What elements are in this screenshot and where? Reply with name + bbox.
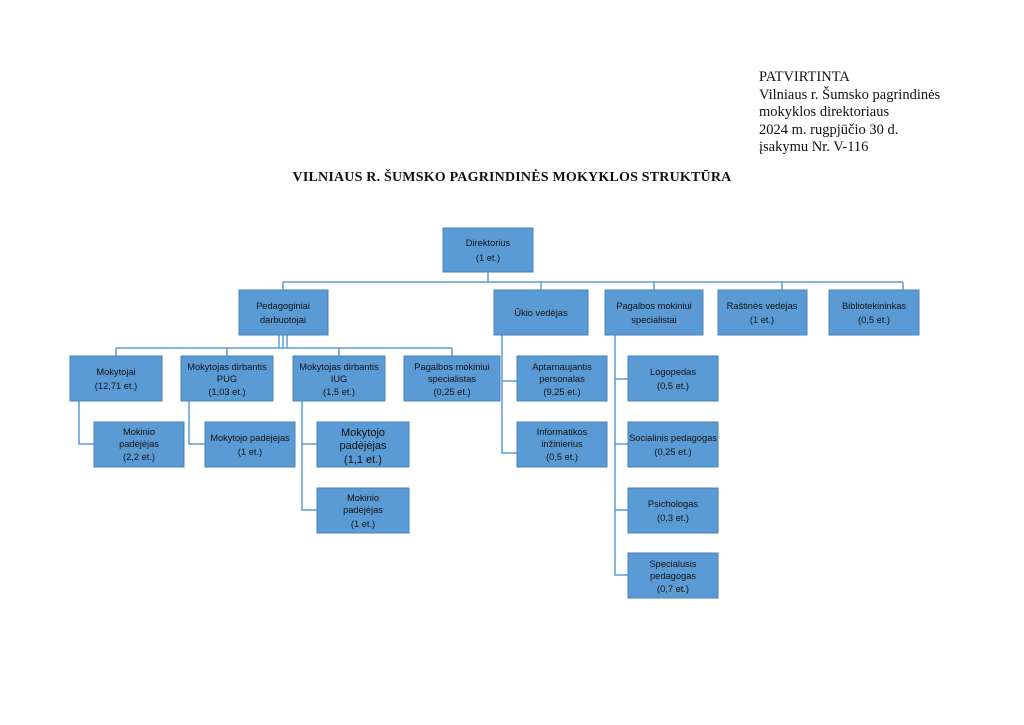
node-it-name-1: Informatikos <box>537 427 588 437</box>
node-sa1-name-2: padėjėjas <box>119 439 159 449</box>
node-special-count: (0,7 et.) <box>657 584 689 594</box>
connector-teachers-assistant <box>78 401 94 445</box>
node-ta-iug-name-1: Mokytojo <box>341 427 385 439</box>
node-office-name: Raštinės vedėjas <box>727 301 798 311</box>
node-pedagogical-name-1: Pedagoginiai <box>256 301 310 311</box>
node-director: Direktorius (1 et.) <box>442 227 534 273</box>
node-service-name-1: Aptarnaujantis <box>532 362 592 372</box>
node-teachers-count: (12,71 et.) <box>95 381 137 391</box>
node-teachers: Mokytojai (12,71 et.) <box>69 355 163 402</box>
node-office-count: (1 et.) <box>750 315 774 325</box>
node-teacher-pug: Mokytojas dirbantis PUG (1,03 et.) <box>180 355 274 402</box>
node-psych-count: (0,3 et.) <box>657 513 689 523</box>
node-psychologist: Psichologas (0,3 et.) <box>627 487 719 534</box>
node-special-name-2: pedagogas <box>650 571 696 581</box>
node-iug-name-2: IUG <box>331 374 348 384</box>
node-iug-count: (1,5 et.) <box>323 387 355 397</box>
node-special-name-1: Specialusis <box>649 559 696 569</box>
node-speech-therapist: Logopedas (0,5 et.) <box>627 355 719 402</box>
approval-stamp: PATVIRTINTA Vilniaus r. Šumsko pagrindin… <box>759 69 940 157</box>
connector-farm-children <box>501 335 517 454</box>
node-librarian-name: Bibliotekininkas <box>842 301 906 311</box>
connector-support-children <box>614 335 628 576</box>
node-pug-count: (1,03 et.) <box>208 387 245 397</box>
node-farm-name: Ūkio vedėjas <box>514 308 568 318</box>
node-sa2-name-2: padėjėjas <box>343 505 383 515</box>
node-sa2-count: (1 et.) <box>351 519 375 529</box>
node-sa2-name-1: Mokinio <box>347 493 379 503</box>
node-it-engineer: Informatikos inžinierius (0,5 et.) <box>516 421 608 468</box>
node-office-manager: Raštinės vedėjas (1 et.) <box>717 289 808 336</box>
approval-line-1: PATVIRTINTA <box>759 69 850 85</box>
node-ta-iug-name-2: padėjėjas <box>339 440 387 452</box>
node-pug-name-2: PUG <box>217 374 237 384</box>
org-chart-connectors <box>78 272 904 576</box>
node-support-specialist-ped: Pagalbos mokiniui specialistas (0,25 et.… <box>403 355 501 402</box>
node-teachers-name: Mokytojai <box>96 367 135 377</box>
approval-line-3: mokyklos direktoriaus <box>759 104 890 121</box>
node-social-name: Socialinis pedagogas <box>629 433 717 443</box>
node-support-name-2: specialistai <box>631 315 676 325</box>
node-teacher-assistant-pug: Mokytojo padėjėjas (1 et.) <box>204 421 296 468</box>
approval-line-4: 2024 m. rugpjūčio 30 d. <box>759 121 899 138</box>
node-teacher-iug: Mokytojas dirbantis IUG (1,5 et.) <box>292 355 386 402</box>
node-ta-pug-name: Mokytojo padėjėjas <box>210 433 290 443</box>
node-teacher-assistant-iug: Mokytojo padėjėjas (1,1 et.) <box>316 421 410 468</box>
node-pedagogical-name-2: darbuotojai <box>260 315 306 325</box>
node-support-ped-count: (0,25 et.) <box>433 387 470 397</box>
connector-pedagogical-down <box>278 335 288 348</box>
approval-line-5: įsakymu Nr. V-116 <box>759 139 869 156</box>
node-director-name: Direktorius <box>466 238 511 248</box>
connector-iug-assistants <box>301 401 317 511</box>
node-student-assistant-1: Mokinio padėjėjas (2,2 et.) <box>93 421 185 468</box>
node-librarian-count: (0,5 et.) <box>858 315 890 325</box>
node-special-pedagogue: Specialusis pedagogas (0,7 et.) <box>627 552 719 599</box>
page-title: VILNIAUS R. ŠUMSKO PAGRINDINĖS MOKYKLOS … <box>292 170 732 185</box>
node-iug-name-1: Mokytojas dirbantis <box>299 362 379 372</box>
approval-line-2: Vilniaus r. Šumsko pagrindinės <box>759 86 941 103</box>
node-librarian: Bibliotekininkas (0,5 et.) <box>828 289 920 336</box>
connector-pug-assistant <box>188 401 205 445</box>
node-service-staff: Aptarnaujantis personalas (9,25 et.) <box>516 355 608 402</box>
node-support-ped-name-1: Pagalbos mokiniui <box>414 362 489 372</box>
node-director-count: (1 et.) <box>476 253 500 263</box>
node-social-pedagogue: Socialinis pedagogas (0,25 et.) <box>627 421 719 468</box>
node-speech-name: Logopedas <box>650 367 696 377</box>
node-it-name-2: inžinierius <box>541 439 583 449</box>
node-psych-name: Psichologas <box>648 499 698 509</box>
node-support-ped-name-2: specialistas <box>428 374 476 384</box>
node-farm-manager: Ūkio vedėjas <box>493 289 589 336</box>
node-support-name-1: Pagalbos mokiniui <box>616 301 691 311</box>
node-it-count: (0,5 et.) <box>546 452 578 462</box>
node-ta-pug-count: (1 et.) <box>238 447 262 457</box>
node-pedagogical-staff: Pedagoginiai darbuotojai <box>238 289 329 336</box>
node-support-specialists: Pagalbos mokiniui specialistai <box>604 289 704 336</box>
node-speech-count: (0,5 et.) <box>657 381 689 391</box>
node-student-assistant-2: Mokinio padėjėjas (1 et.) <box>316 487 410 534</box>
node-sa1-count: (2,2 et.) <box>123 452 155 462</box>
node-sa1-name-1: Mokinio <box>123 427 155 437</box>
node-pug-name-1: Mokytojas dirbantis <box>187 362 267 372</box>
node-ta-iug-count: (1,1 et.) <box>344 454 382 466</box>
node-service-count: (9,25 et.) <box>543 387 580 397</box>
node-social-count: (0,25 et.) <box>654 447 691 457</box>
node-service-name-2: personalas <box>539 374 585 384</box>
